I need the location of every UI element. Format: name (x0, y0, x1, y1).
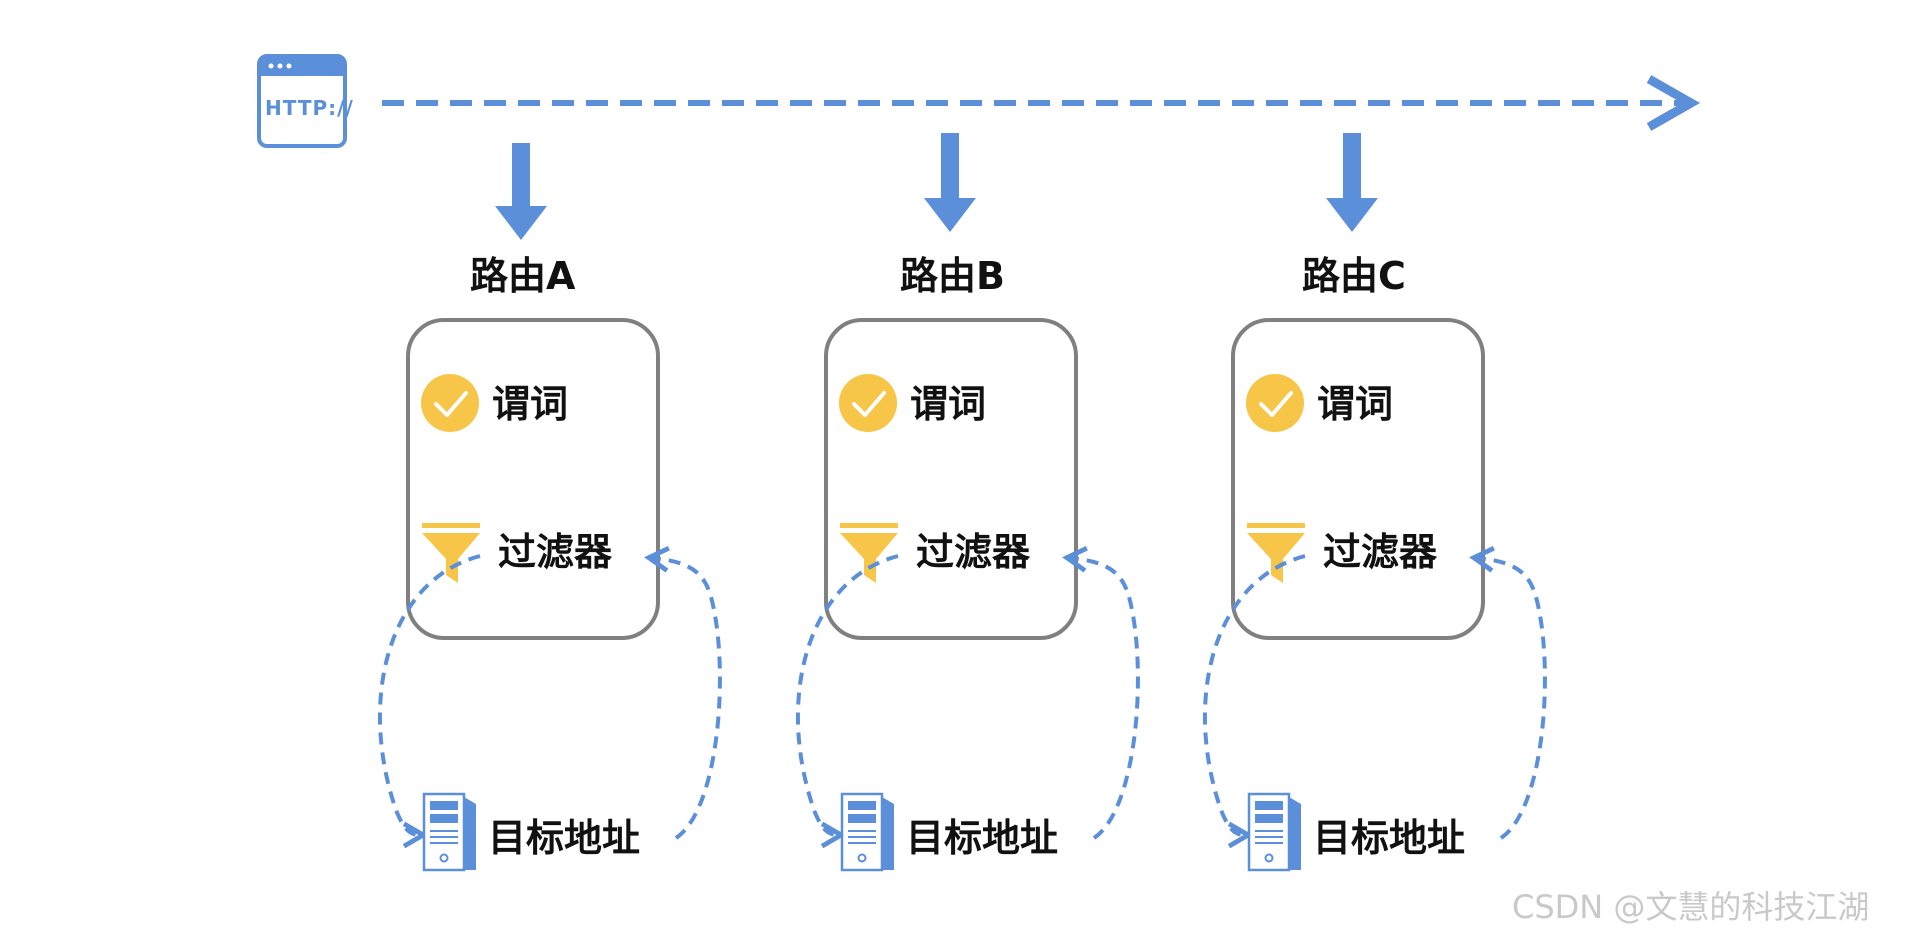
target-label: 目标地址 (1313, 816, 1465, 860)
filter-label: 过滤器 (916, 530, 1031, 574)
down-arrow-icon (495, 143, 547, 240)
target-label: 目标地址 (906, 816, 1058, 860)
predicate-label: 谓词 (492, 382, 568, 426)
funnel-icon (1247, 523, 1305, 583)
filter-label: 过滤器 (1323, 530, 1438, 574)
browser-http-icon: HTTP:// (257, 54, 354, 148)
down-arrow-icon (1326, 133, 1378, 232)
request-forward-arrow (378, 554, 481, 849)
target-label: 目标地址 (488, 816, 640, 860)
route-name: 路由C (1302, 254, 1406, 298)
funnel-icon (840, 523, 898, 583)
response-return-arrow (644, 546, 722, 840)
funnel-icon (422, 523, 480, 583)
check-circle-icon (1246, 374, 1304, 432)
server-icon (840, 792, 894, 872)
down-arrow-icon (924, 133, 976, 232)
request-forward-arrow (796, 554, 899, 849)
response-return-arrow (1062, 546, 1140, 840)
check-circle-icon (421, 374, 479, 432)
route-name: 路由A (470, 254, 576, 298)
http-icon-text: HTTP:// (265, 96, 354, 120)
response-return-arrow (1469, 546, 1547, 840)
predicate-label: 谓词 (1317, 382, 1393, 426)
route-box (824, 318, 1078, 640)
filter-label: 过滤器 (498, 530, 613, 574)
route-box (406, 318, 660, 640)
route-box (1231, 318, 1485, 640)
server-icon (1247, 792, 1301, 872)
server-icon (422, 792, 476, 872)
route-name: 路由B (900, 254, 1005, 298)
predicate-label: 谓词 (910, 382, 986, 426)
check-circle-icon (839, 374, 897, 432)
request-forward-arrow (1203, 554, 1306, 849)
watermark: CSDN @文慧的科技江湖 (1512, 888, 1869, 926)
